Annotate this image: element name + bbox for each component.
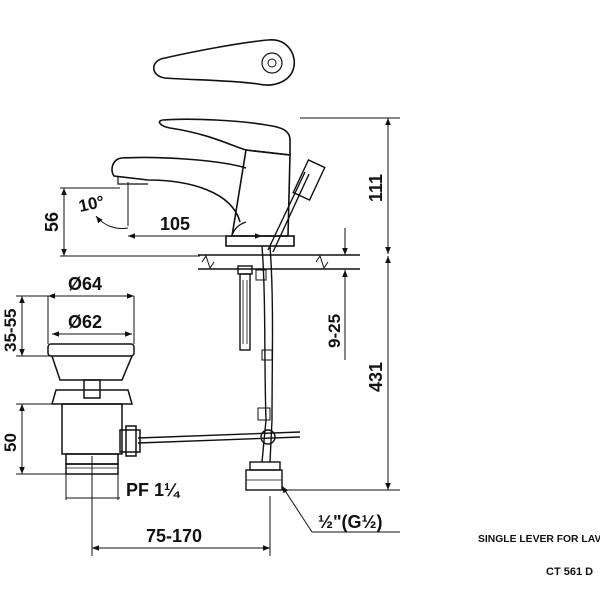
dim-inlet-thread: ½"(G½) (318, 512, 383, 532)
under-deck-assembly (137, 158, 326, 491)
sink-deck (198, 254, 360, 270)
waste-assembly (47, 343, 141, 475)
dim-waste-flange-range: 35-55 (1, 309, 20, 352)
dim-waste-thread: PF 1¼ (126, 480, 181, 500)
faucet-side-view (111, 118, 295, 247)
dim-rod-reach: 75-170 (146, 526, 202, 546)
dim-waste-outer-dia: Ø64 (68, 274, 102, 294)
dim-waste-body: 50 (1, 433, 20, 452)
dim-total-height-long: 431 (366, 362, 386, 392)
handle-top-view (152, 39, 296, 86)
dim-spout-angle: 10° (77, 192, 106, 216)
dim-total-height-top: 111 (366, 174, 386, 202)
product-name: SINGLE LEVER FOR LAVA (478, 533, 600, 545)
dim-spout-reach: 105 (160, 214, 190, 234)
model-code: CT 561 D (546, 566, 593, 578)
dimension-lines (16, 117, 400, 556)
dim-deck-thickness: 9-25 (325, 314, 344, 348)
dim-spout-height: 56 (42, 212, 62, 232)
dimension-labels: 10° 56 105 111 431 9-25 Ø64 Ø62 35-55 50… (1, 174, 386, 546)
dim-waste-inner-dia: Ø62 (68, 312, 102, 332)
caption: SINGLE LEVER FOR LAVA CT 561 D (478, 533, 600, 578)
